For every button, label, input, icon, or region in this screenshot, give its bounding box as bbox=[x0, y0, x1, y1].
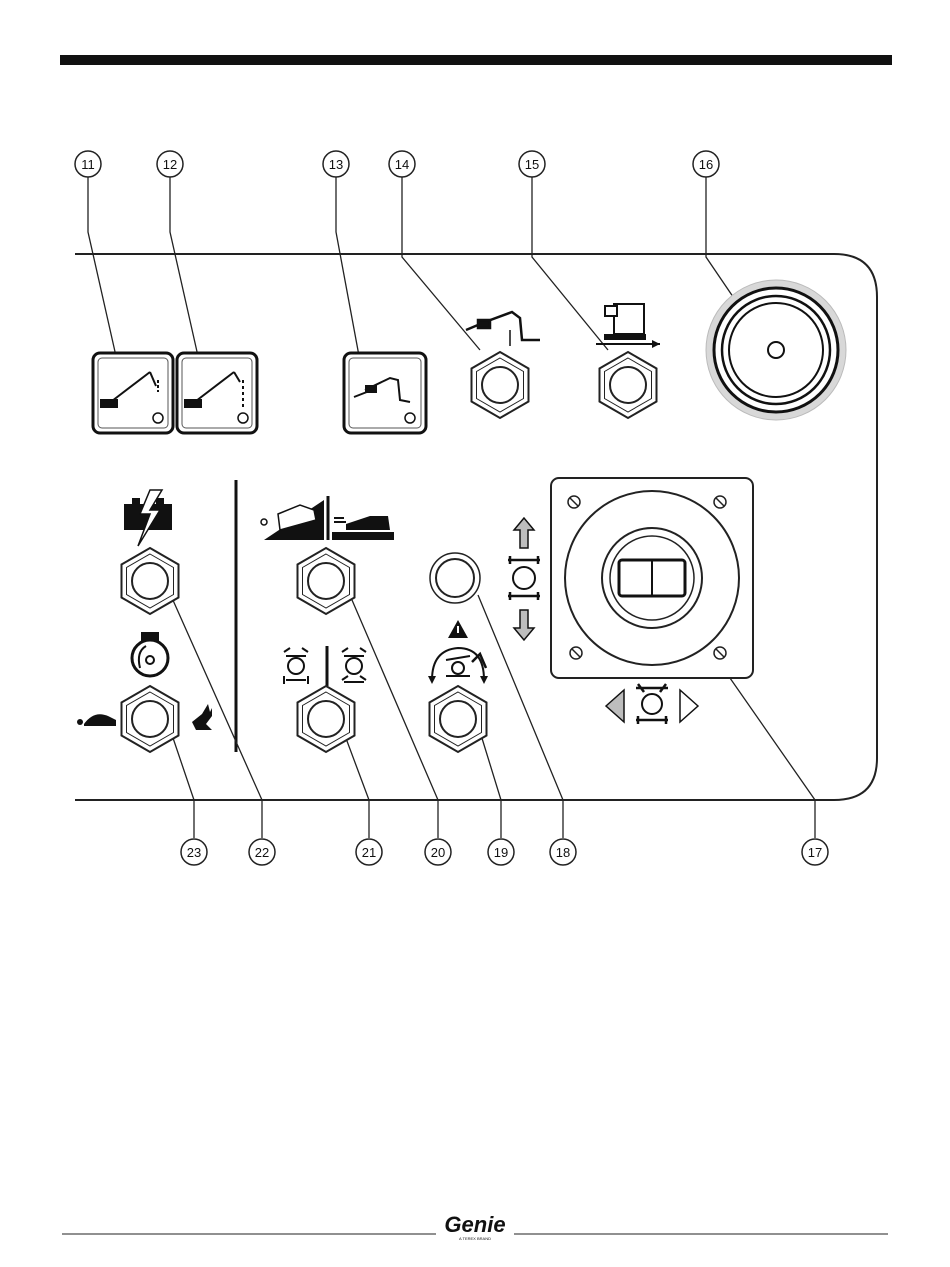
callout-22: 22 bbox=[249, 839, 275, 865]
speed-select-button[interactable] bbox=[77, 632, 212, 752]
generator-icon bbox=[124, 490, 172, 546]
callout-16: 16 bbox=[693, 151, 719, 177]
indicator-platform-overload bbox=[93, 353, 173, 433]
svg-text:17: 17 bbox=[808, 845, 822, 860]
svg-text:20: 20 bbox=[431, 845, 445, 860]
callout-21: 21 bbox=[356, 839, 382, 865]
svg-text:12: 12 bbox=[163, 157, 177, 172]
svg-text:22: 22 bbox=[255, 845, 269, 860]
rabbit-icon bbox=[192, 704, 212, 730]
indicator-drive-enable bbox=[344, 353, 426, 433]
svg-text:14: 14 bbox=[395, 157, 409, 172]
callout-13: 13 bbox=[323, 151, 349, 177]
footer: Genie A TEREX BRAND bbox=[62, 1212, 888, 1241]
callout-20: 20 bbox=[425, 839, 451, 865]
drive-mode-button[interactable] bbox=[261, 496, 394, 614]
callout-18: 18 bbox=[550, 839, 576, 865]
callout-12: 12 bbox=[157, 151, 183, 177]
svg-text:11: 11 bbox=[81, 157, 95, 172]
svg-text:19: 19 bbox=[494, 845, 508, 860]
svg-text:16: 16 bbox=[699, 157, 713, 172]
svg-text:23: 23 bbox=[187, 845, 201, 860]
callout-23: 23 bbox=[181, 839, 207, 865]
svg-text:13: 13 bbox=[329, 157, 343, 172]
platform-level-icon bbox=[596, 304, 660, 348]
svg-text:18: 18 bbox=[556, 845, 570, 860]
indicator-chassis-tilt bbox=[177, 353, 257, 433]
generator-button[interactable] bbox=[122, 490, 179, 614]
steer-mode-icon bbox=[284, 646, 366, 686]
drive-mode-icon bbox=[261, 496, 394, 540]
steer-direction-icon bbox=[606, 684, 698, 724]
svg-text:21: 21 bbox=[362, 845, 376, 860]
callout-15: 15 bbox=[519, 151, 545, 177]
header-bar bbox=[60, 55, 892, 65]
drive-enable-button[interactable] bbox=[428, 620, 488, 752]
turtle-icon bbox=[77, 714, 116, 726]
jib-icon bbox=[466, 312, 540, 346]
emergency-stop-icon bbox=[768, 342, 784, 358]
svg-text:15: 15 bbox=[525, 157, 539, 172]
callout-19: 19 bbox=[488, 839, 514, 865]
emergency-stop-button[interactable] bbox=[706, 280, 846, 420]
steer-mode-button[interactable] bbox=[284, 646, 366, 752]
platform-level-button[interactable] bbox=[596, 304, 660, 418]
jib-button[interactable] bbox=[466, 312, 540, 418]
callout-11: 11 bbox=[75, 151, 101, 177]
leader-lines-top bbox=[88, 177, 742, 372]
horn-button[interactable] bbox=[430, 553, 480, 603]
logo-tagline: A TEREX BRAND bbox=[459, 1236, 491, 1241]
callout-17: 17 bbox=[802, 839, 828, 865]
rotation-warning-icon bbox=[428, 620, 488, 684]
joystick[interactable] bbox=[551, 478, 753, 678]
horn-icon bbox=[436, 559, 474, 597]
callout-14: 14 bbox=[389, 151, 415, 177]
drive-direction-icon bbox=[508, 518, 540, 640]
speed-select-icon bbox=[132, 632, 168, 676]
genie-logo: Genie bbox=[444, 1212, 505, 1237]
